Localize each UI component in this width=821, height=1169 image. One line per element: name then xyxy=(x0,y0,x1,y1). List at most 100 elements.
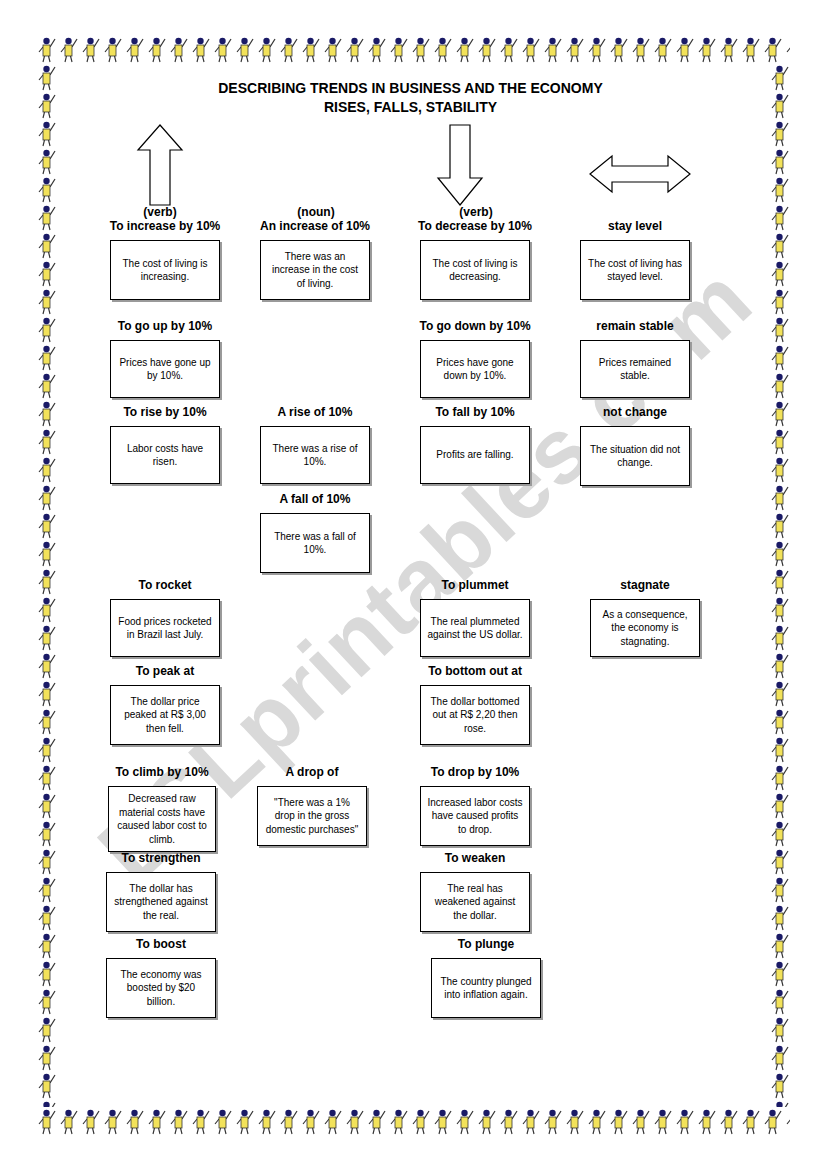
worksheet-title: DESCRIBING TRENDS IN BUSINESS AND THE EC… xyxy=(0,80,821,96)
term-heading: To boost xyxy=(106,937,216,951)
trend-note: To go down by 10%Prices have gone down b… xyxy=(420,319,530,398)
example-sentence: The dollar has strengthened against the … xyxy=(113,882,209,923)
note-box: Food prices rocketed in Brazil last July… xyxy=(110,599,220,657)
trend-note: To peak at The dollar price peaked at R$ … xyxy=(110,664,220,745)
example-sentence: The cost of living is decreasing. xyxy=(427,257,523,284)
figure-border-right xyxy=(768,63,790,1107)
trend-note: remain stablePrices remained stable. xyxy=(580,319,690,398)
example-sentence: There was a fall of 10%. xyxy=(267,530,363,557)
example-sentence: Prices have gone up by 10%. xyxy=(117,356,213,383)
trend-note: not changeThe situation did not change. xyxy=(580,405,690,486)
term-heading: To climb by 10% xyxy=(108,765,216,779)
example-sentence: The situation did not change. xyxy=(587,443,683,470)
down-arrow xyxy=(438,125,482,205)
trend-note: To boostThe economy was boosted by $20 b… xyxy=(106,937,216,1018)
term-heading: stay level xyxy=(580,219,690,233)
note-box: Prices remained stable. xyxy=(580,340,690,398)
example-sentence: There was an increase in the cost of liv… xyxy=(267,250,363,291)
term-heading: To rise by 10% xyxy=(110,405,220,419)
figure-border-top xyxy=(35,35,790,63)
note-box: The cost of living has stayed level. xyxy=(580,240,690,300)
trend-note: An increase of 10% There was an increase … xyxy=(260,219,370,300)
term-heading: To plunge xyxy=(431,937,541,951)
trend-note: To rise by 10% Labor costs have risen. xyxy=(110,405,220,484)
example-sentence: "There was a 1% drop in the gross domest… xyxy=(264,796,360,837)
note-box: The real plummeted against the US dollar… xyxy=(420,599,530,657)
figure-border-bottom xyxy=(35,1107,790,1135)
note-box: Profits are falling. xyxy=(420,426,530,484)
note-box: The cost of living is increasing. xyxy=(110,240,220,300)
example-sentence: Labor costs have risen. xyxy=(117,442,213,469)
trend-note: To plummetThe real plummeted against the… xyxy=(420,578,530,657)
trend-note: To decrease by 10% The cost of living is … xyxy=(420,219,530,300)
note-box: Prices have gone up by 10%. xyxy=(110,340,220,398)
trend-note: To drop by 10%Increased labor costs have… xyxy=(420,765,530,846)
note-box: "There was a 1% drop in the gross domest… xyxy=(257,786,367,846)
term-heading: To bottom out at xyxy=(420,664,530,678)
note-box: The dollar bottomed out at R$ 2,20 then … xyxy=(420,685,530,745)
trend-note: To bottom out at The dollar bottomed out … xyxy=(420,664,530,745)
example-sentence: Prices remained stable. xyxy=(587,356,683,383)
example-sentence: Food prices rocketed in Brazil last July… xyxy=(117,615,213,642)
trend-note: A drop of "There was a 1% drop in the gro… xyxy=(257,765,367,846)
term-heading: To rocket xyxy=(110,578,220,592)
trend-note: To strengthenThe dollar has strengthened… xyxy=(106,851,216,932)
term-heading: To weaken xyxy=(420,851,530,865)
note-box: As a consequence, the economy is stagnat… xyxy=(590,599,700,657)
term-heading: To peak at xyxy=(110,664,220,678)
trend-note: stagnate As a consequence, the economy is… xyxy=(590,578,700,657)
figure-border-left xyxy=(35,63,57,1107)
example-sentence: There was a rise of 10%. xyxy=(267,442,363,469)
example-sentence: The dollar price peaked at R$ 3,00 then … xyxy=(117,695,213,736)
note-box: The cost of living is decreasing. xyxy=(420,240,530,300)
note-box: There was a rise of 10%. xyxy=(260,426,370,484)
example-sentence: The country plunged into inflation again… xyxy=(438,975,534,1002)
example-sentence: The cost of living has stayed level. xyxy=(587,257,683,284)
note-box: Labor costs have risen. xyxy=(110,426,220,484)
term-heading: A fall of 10% xyxy=(260,492,370,506)
example-sentence: Increased labor costs have caused profit… xyxy=(427,796,523,837)
trend-note: To weakenThe real has weakened against t… xyxy=(420,851,530,932)
term-heading: To plummet xyxy=(420,578,530,592)
level-arrow xyxy=(590,156,690,192)
trend-note: To plungeThe country plunged into inflat… xyxy=(431,937,541,1018)
note-box: There was a fall of 10%. xyxy=(260,513,370,573)
column-header: (verb) xyxy=(459,205,492,219)
note-box: The situation did not change. xyxy=(580,426,690,486)
term-heading: not change xyxy=(580,405,690,419)
example-sentence: As a consequence, the economy is stagnat… xyxy=(597,608,693,649)
term-heading: stagnate xyxy=(590,578,700,592)
trend-note: To increase by 10% The cost of living is … xyxy=(110,219,220,300)
trend-note: A fall of 10% There was a fall of 10%. xyxy=(260,492,370,573)
term-heading: To go up by 10% xyxy=(110,319,220,333)
note-box: Prices have gone down by 10%. xyxy=(420,340,530,398)
trend-note: stay levelThe cost of living has stayed … xyxy=(580,219,690,300)
note-box: The dollar price peaked at R$ 3,00 then … xyxy=(110,685,220,745)
up-arrow xyxy=(138,125,182,205)
trend-note: To rocketFood prices rocketed in Brazil … xyxy=(110,578,220,657)
term-heading: A rise of 10% xyxy=(260,405,370,419)
note-box: There was an increase in the cost of liv… xyxy=(260,240,370,300)
term-heading: A drop of xyxy=(257,765,367,779)
worksheet-subtitle: RISES, FALLS, STABILITY xyxy=(0,99,821,115)
trend-note: A rise of 10% There was a rise of 10%. xyxy=(260,405,370,484)
term-heading: remain stable xyxy=(580,319,690,333)
example-sentence: Profits are falling. xyxy=(436,448,513,462)
note-box: Decreased raw material costs have caused… xyxy=(108,786,216,852)
example-sentence: Prices have gone down by 10%. xyxy=(427,356,523,383)
term-heading: To fall by 10% xyxy=(420,405,530,419)
note-box: Increased labor costs have caused profit… xyxy=(420,786,530,846)
term-heading: An increase of 10% xyxy=(260,219,370,233)
term-heading: To strengthen xyxy=(106,851,216,865)
note-box: The economy was boosted by $20 billion. xyxy=(106,958,216,1018)
term-heading: To decrease by 10% xyxy=(420,219,530,233)
example-sentence: The real has weakened against the dollar… xyxy=(427,882,523,923)
note-box: The real has weakened against the dollar… xyxy=(420,872,530,932)
trend-note: To go up by 10% Prices have gone up by 10… xyxy=(110,319,220,398)
trend-note: To fall by 10% Profits are falling. xyxy=(420,405,530,484)
term-heading: To increase by 10% xyxy=(110,219,220,233)
example-sentence: Decreased raw material costs have caused… xyxy=(115,792,209,846)
note-box: The country plunged into inflation again… xyxy=(431,958,541,1018)
example-sentence: The cost of living is increasing. xyxy=(117,257,213,284)
column-header: (verb) xyxy=(143,205,176,219)
